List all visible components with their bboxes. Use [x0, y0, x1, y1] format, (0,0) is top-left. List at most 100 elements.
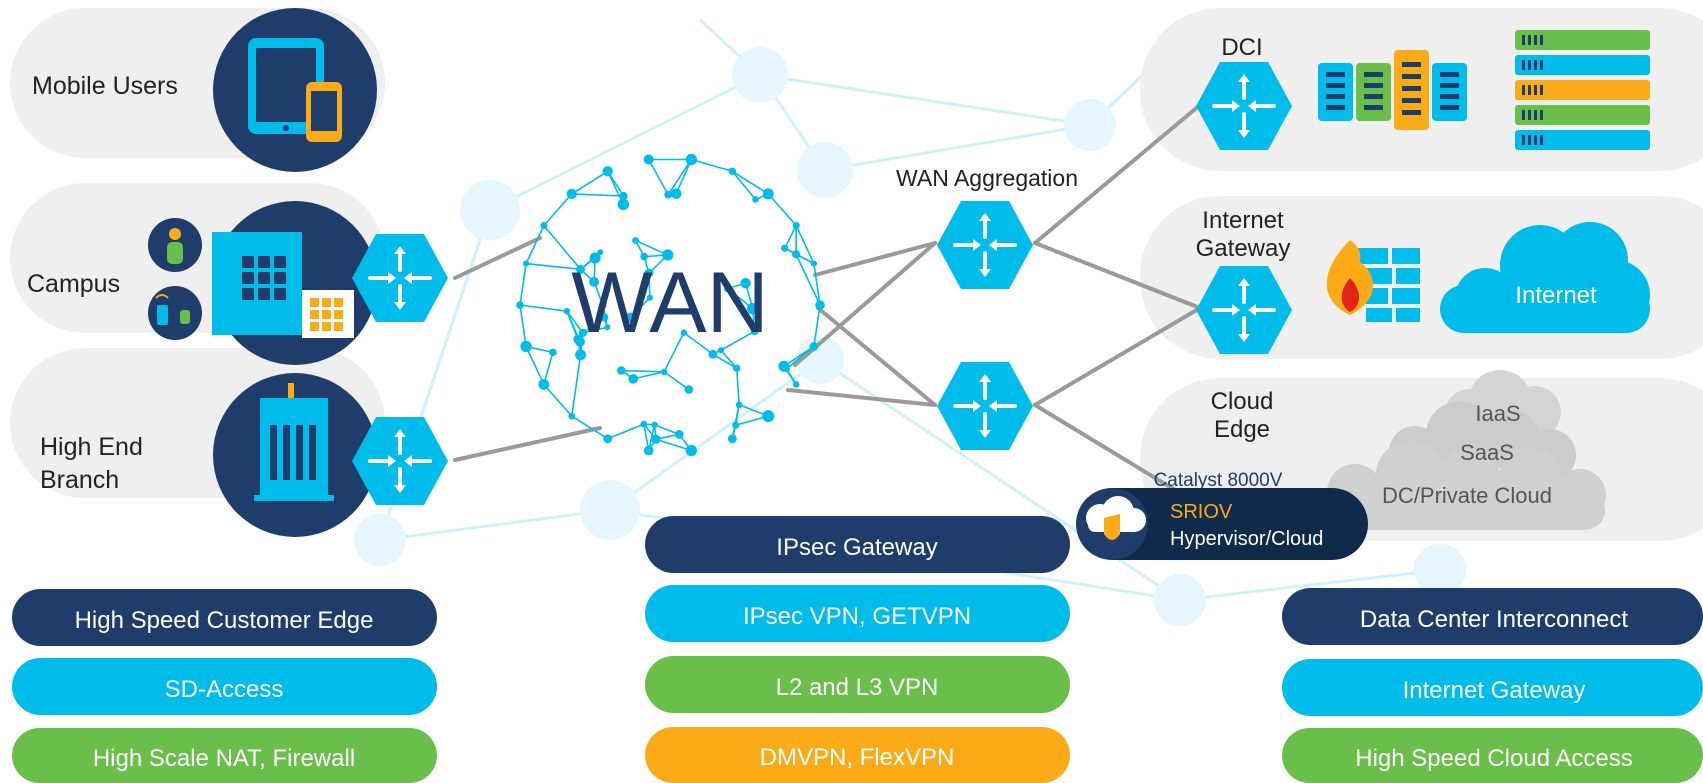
- pill-ipsec-vpn-text: IPsec VPN, GETVPN: [743, 603, 971, 630]
- server-stack-icon: [1515, 30, 1650, 150]
- mesh-link: [731, 170, 769, 195]
- mesh-link: [795, 253, 821, 306]
- mesh-link: [543, 225, 582, 270]
- mesh-link: [654, 424, 680, 436]
- pill-sd-access-text: SD-Access: [165, 676, 284, 703]
- mesh-node: [566, 188, 577, 200]
- mesh-node: [651, 434, 661, 444]
- iaas-label: IaaS: [1475, 401, 1520, 426]
- pill-sd-access: [12, 658, 437, 715]
- cloud-edge-label-line1: Cloud: [1211, 388, 1274, 415]
- mesh-node: [728, 167, 737, 175]
- mesh-link: [632, 371, 665, 380]
- connection-links: [453, 103, 1202, 492]
- wan-label: WAN: [571, 255, 768, 351]
- cloud-icon: [1440, 222, 1650, 333]
- left-pill-group: High Speed Customer Edge SD-Access High …: [12, 589, 437, 783]
- mesh-node: [632, 237, 639, 244]
- mesh-link: [571, 170, 609, 195]
- mesh-node: [644, 268, 654, 278]
- mesh-node: [809, 342, 819, 351]
- mesh-link: [647, 159, 669, 195]
- mesh-node: [563, 308, 571, 315]
- mesh-node: [625, 312, 636, 323]
- server-rack-icon: [1318, 50, 1467, 130]
- mesh-node: [643, 154, 654, 165]
- mesh-node: [717, 347, 725, 354]
- mesh-link: [675, 159, 693, 194]
- mesh-link: [731, 170, 757, 200]
- mesh-link: [525, 225, 545, 264]
- mesh-node: [684, 385, 694, 394]
- pill-ipsec-vpn: [645, 585, 1070, 642]
- mesh-link: [720, 349, 738, 369]
- pill-high-scale-nat: [12, 728, 437, 783]
- mesh-link: [663, 371, 690, 391]
- mesh-node: [540, 222, 548, 230]
- pill-internet-gateway-text: Internet Gateway: [1403, 677, 1586, 704]
- aggregation-router-top-icon: [937, 201, 1033, 289]
- mesh-node: [599, 302, 607, 309]
- mesh-node: [664, 190, 673, 199]
- catalyst-hypervisor: Hypervisor/Cloud: [1170, 528, 1323, 550]
- mesh-node: [792, 381, 800, 388]
- mesh-node: [520, 340, 532, 353]
- flame-icon: [1326, 240, 1374, 315]
- mesh-link: [543, 352, 554, 385]
- catalyst-sriov: SRIOV: [1170, 501, 1233, 523]
- mesh-link: [519, 304, 527, 347]
- pill-high-speed-cloud-access-text: High Speed Cloud Access: [1355, 745, 1633, 772]
- mesh-node: [617, 198, 630, 211]
- pill-data-center-interconnect-text: Data Center Interconnect: [1360, 606, 1628, 633]
- mesh-node: [662, 249, 674, 261]
- mesh-node: [602, 166, 613, 177]
- shield-icon: [1076, 488, 1148, 560]
- internet-cloud-label: Internet: [1515, 282, 1597, 309]
- mesh-link: [813, 263, 821, 306]
- mesh-link: [566, 310, 584, 334]
- mesh-node: [578, 328, 587, 337]
- mesh-link: [621, 369, 665, 373]
- mesh-node: [604, 324, 611, 331]
- mesh-node: [619, 191, 628, 201]
- mesh-link: [667, 159, 693, 196]
- mesh-node: [685, 444, 697, 457]
- center-pill-group: IPsec Gateway IPsec VPN, GETVPN L2 and L…: [645, 516, 1070, 783]
- mesh-node: [646, 294, 653, 301]
- mesh-link: [543, 383, 573, 417]
- building-icon: [212, 201, 377, 365]
- pill-dmvpn-text: DMVPN, FlexVPN: [760, 744, 955, 771]
- cloud-edge-label-line2: Edge: [1214, 416, 1270, 443]
- mesh-link: [784, 225, 797, 249]
- mesh-link: [525, 346, 545, 385]
- branch-label-line1: High End: [40, 433, 143, 461]
- mesh-node: [640, 252, 648, 261]
- mesh-link: [735, 368, 740, 405]
- mesh-node: [568, 412, 576, 420]
- mesh-node: [791, 250, 801, 259]
- mesh-link: [795, 225, 815, 264]
- pill-ipsec-gateway: [645, 516, 1070, 573]
- mesh-node: [643, 445, 654, 456]
- mesh-link: [571, 193, 624, 197]
- dci-label: DCI: [1221, 34, 1262, 61]
- private-cloud-label: DC/Private Cloud: [1382, 483, 1552, 508]
- mesh-link: [712, 353, 738, 369]
- mesh-node: [617, 366, 626, 375]
- pill-l2-l3-vpn-text: L2 and L3 VPN: [776, 674, 939, 701]
- mesh-node: [727, 434, 737, 444]
- mesh-node: [628, 374, 638, 384]
- mesh-link: [570, 354, 582, 417]
- mesh-node: [603, 434, 613, 444]
- pill-ipsec-gateway-text: IPsec Gateway: [776, 534, 937, 561]
- pill-data-center-interconnect: [1282, 588, 1703, 645]
- mesh-node: [522, 260, 530, 267]
- iot-devices-icon: [148, 286, 202, 340]
- mesh-node: [674, 430, 684, 439]
- mesh-node: [733, 364, 741, 372]
- catalyst-badge: [1078, 488, 1368, 560]
- mesh-node: [597, 249, 604, 256]
- mesh-link: [727, 288, 756, 332]
- gateway-label-line2: Gateway: [1196, 235, 1291, 262]
